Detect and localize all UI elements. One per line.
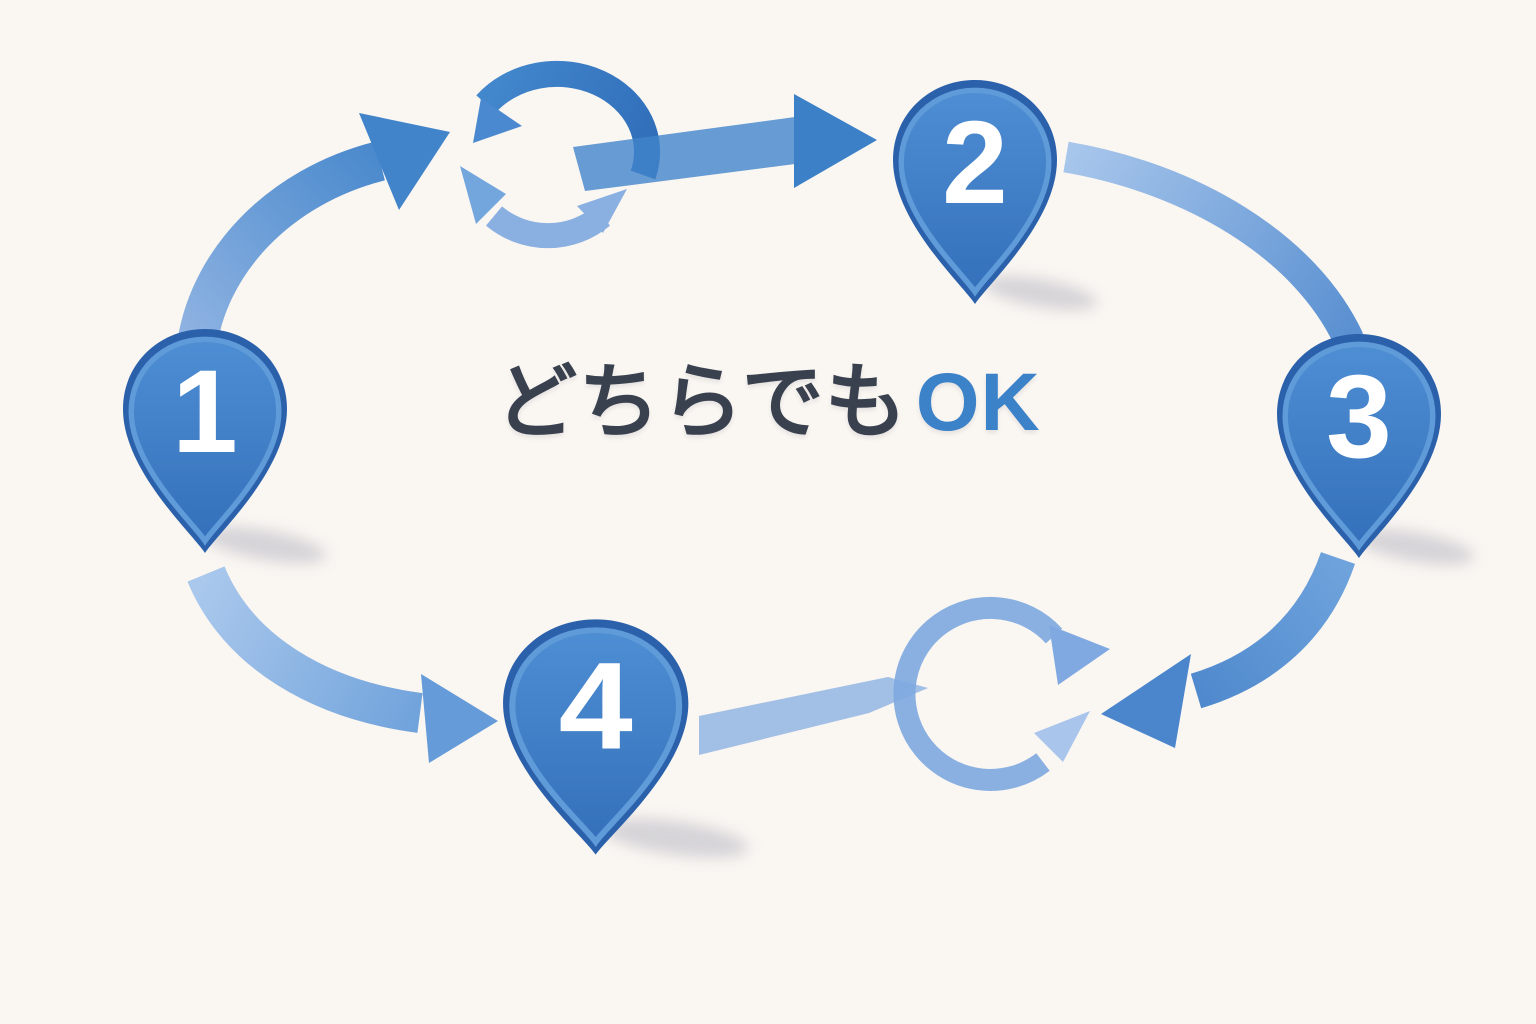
arrow-pin3-to-cycle-bottom xyxy=(1101,551,1356,748)
arrow-pin3-to-cycle-bottom-head xyxy=(1101,654,1191,748)
cycle-bottom-arrowhead-top xyxy=(1049,625,1110,685)
cycle-top-lower-arrowhead-right xyxy=(577,189,627,233)
center-caption-kana: どちらでも xyxy=(495,357,908,448)
cycle-top-upper-arrowhead xyxy=(473,98,522,143)
pin-2-shadow xyxy=(982,275,1098,311)
pin-4: 4 xyxy=(503,619,689,855)
arrow-pin1-to-pin4 xyxy=(187,565,498,763)
pin-3-shadow xyxy=(1355,528,1475,566)
arrow-pin4-to-cycle-bottom-band xyxy=(699,677,928,755)
arrow-cycle-top-to-pin2-band xyxy=(573,117,795,191)
arrow-pin1-to-pin4-head xyxy=(421,674,498,763)
pin-4-body xyxy=(509,627,683,847)
refresh-cycle-icon-bottom xyxy=(893,596,1110,791)
center-caption-ok: OK xyxy=(915,357,1041,448)
pin-3-number: 3 xyxy=(1326,351,1392,483)
pin-shadows xyxy=(203,275,1475,858)
cycle-bottom-arc xyxy=(893,596,1063,791)
pin-1-body xyxy=(128,336,282,546)
cycle-top-lower-arc xyxy=(485,206,611,249)
arrow-pin1-to-cycle-top xyxy=(176,113,450,355)
pin-1-number: 1 xyxy=(172,346,238,478)
center-caption: どちらでもOK xyxy=(0,352,1536,455)
cycle-bottom-arrowhead-mid xyxy=(1034,711,1090,762)
arrow-pin1-to-cycle-top-band xyxy=(176,141,386,355)
arrow-pin3-to-cycle-bottom-band xyxy=(1190,551,1356,709)
pin-2: 2 xyxy=(893,80,1057,304)
arrow-cycle-top-to-pin2-head xyxy=(794,94,877,188)
arrow-pin1-to-cycle-top-head xyxy=(359,113,450,210)
pin-2-number: 2 xyxy=(942,97,1008,229)
pin-1: 1 xyxy=(123,329,287,553)
cycle-top-lower-arrowhead-left xyxy=(460,166,506,224)
arrow-cycle-top-to-pin2 xyxy=(573,94,877,191)
pin-4-shadow xyxy=(601,818,749,858)
pin-4-number: 4 xyxy=(559,637,633,776)
pin-3-body xyxy=(1282,341,1436,551)
pin-1-shadow xyxy=(203,526,327,564)
arrow-pin2-to-pin3-band xyxy=(1063,141,1364,347)
pin-2-body xyxy=(898,87,1052,297)
arrow-pin1-to-pin4-band xyxy=(187,565,423,733)
pin-3: 3 xyxy=(1277,334,1441,558)
